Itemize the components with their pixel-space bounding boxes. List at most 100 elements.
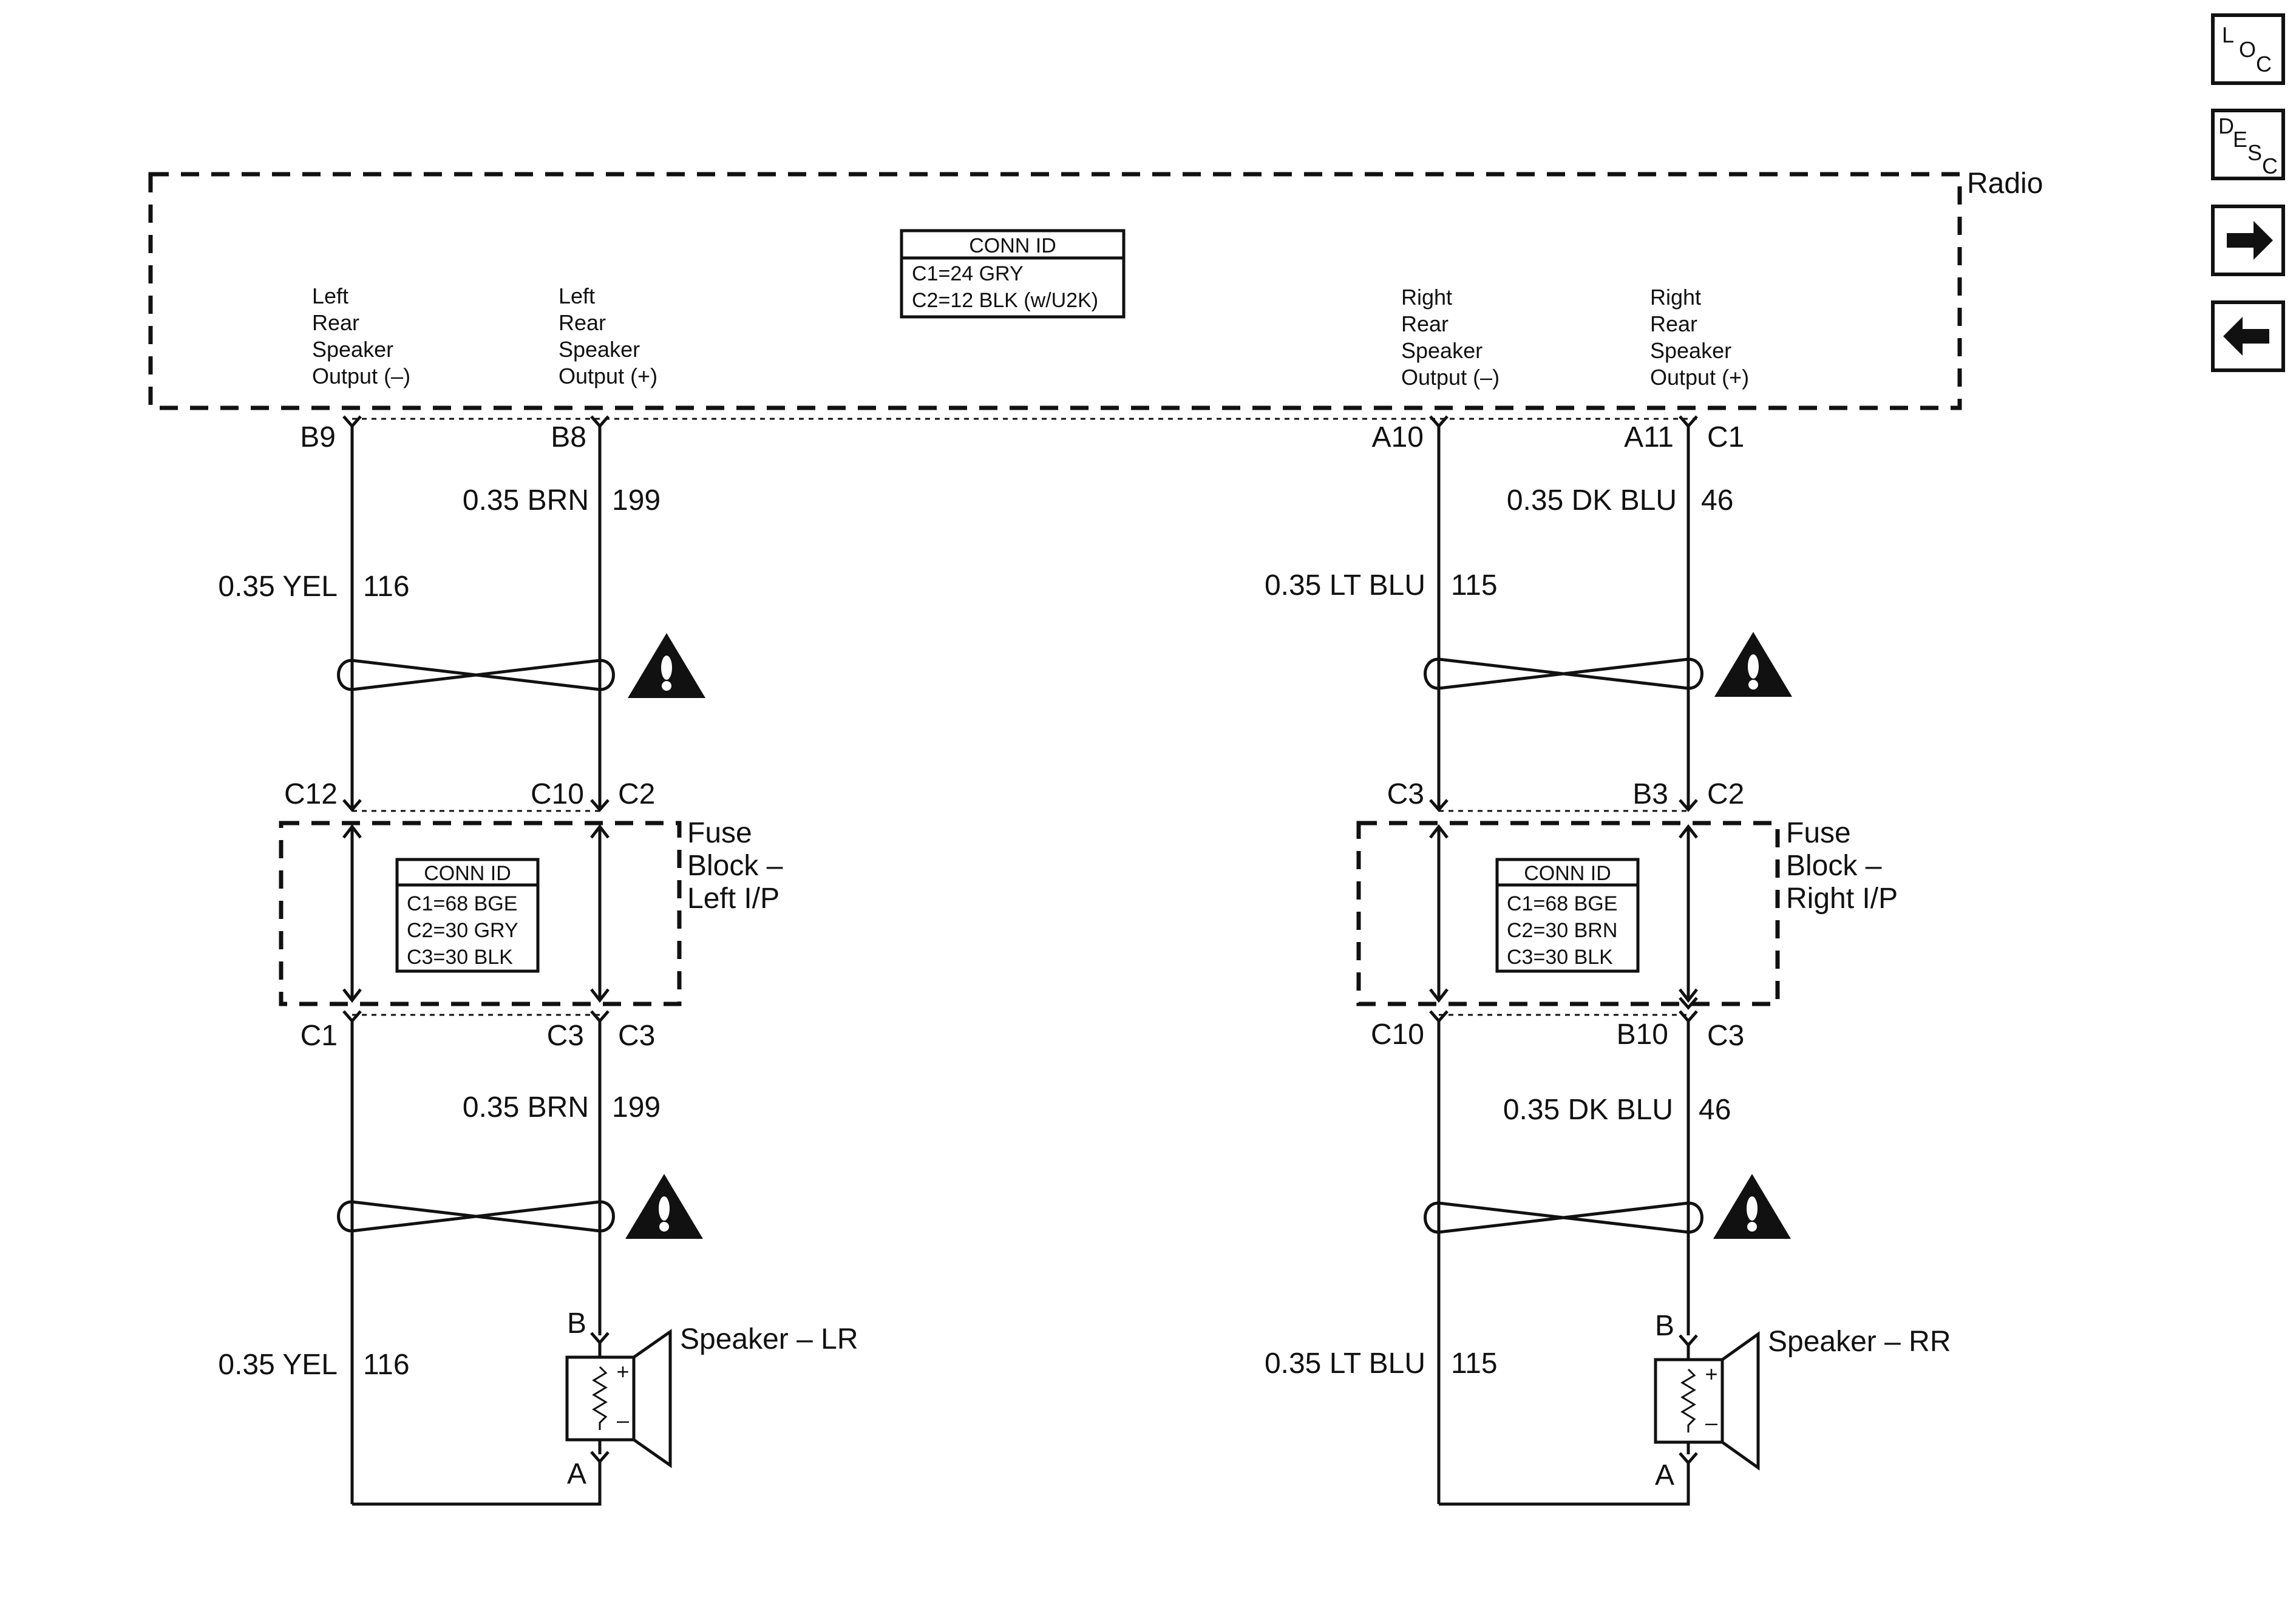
- speaker-coil-icon: [592, 1366, 608, 1430]
- wire-circuit: 116: [363, 1349, 410, 1381]
- pin-chevron: [590, 415, 610, 429]
- twisted-pair: [337, 1200, 615, 1233]
- pin-label: B3: [1632, 778, 1668, 810]
- warning-icon: [625, 1174, 703, 1239]
- radio-title: Radio: [1967, 168, 2043, 200]
- pin-chevron: [1679, 1010, 1698, 1023]
- radio-conn-id-header: CONN ID: [969, 234, 1056, 257]
- speaker-title: Speaker – LR: [680, 1323, 858, 1355]
- conn-id-header: CONN ID: [1524, 862, 1611, 885]
- fuse-block-title-line: Fuse: [687, 817, 752, 849]
- speaker-cone: [632, 1329, 672, 1468]
- pin-label: B: [1655, 1310, 1674, 1342]
- output-label: Right: [1401, 285, 1452, 310]
- wire-label: 0.35 YEL: [218, 571, 338, 603]
- output-label: Left: [559, 283, 595, 308]
- wire-circuit: 46: [1699, 1094, 1731, 1126]
- fuse-block-right-title: Fuse Block – Right I/P: [1786, 817, 1898, 915]
- pin-label: A: [1655, 1459, 1674, 1491]
- fuse-block-left-boundary: [279, 821, 682, 1006]
- speaker-lr: B + – A Speaker – LR: [565, 1307, 858, 1490]
- pin-label: B9: [300, 421, 336, 453]
- radio-output-left-minus: Left Rear Speaker Output (–): [312, 283, 410, 388]
- conn-id-line: C2=30 BRN: [1507, 919, 1617, 942]
- pin-chevron: [1429, 415, 1449, 429]
- right-circuit: A10 A11 C1 0.35 DK BLU 46 0.35 LT BLU 11…: [1265, 415, 1951, 1506]
- forward-button[interactable]: [2211, 205, 2285, 276]
- output-label: Rear: [1650, 311, 1697, 336]
- nav-buttons: L O C D E S C: [2211, 13, 2285, 372]
- fuse-block-right-conn-id: CONN ID C1=68 BGE C2=30 BRN C3=30 BLK: [1495, 858, 1640, 973]
- radio-conn-id-line: C2=12 BLK (w/U2K): [912, 289, 1098, 312]
- fuse-block-title-line: Block –: [687, 850, 783, 882]
- loc-letter: C: [2256, 52, 2272, 76]
- wire-circuit: 199: [612, 1091, 661, 1124]
- wire-return: [1439, 1469, 1690, 1506]
- desc-button[interactable]: D E S C: [2211, 109, 2285, 180]
- output-label: Speaker: [1650, 338, 1731, 363]
- desc-letter: E: [2233, 127, 2247, 152]
- pin-label: C3: [1387, 778, 1424, 810]
- conn-id-line: C3=30 BLK: [407, 946, 513, 969]
- pin-label: C10: [1371, 1019, 1424, 1051]
- pin-label: A10: [1372, 421, 1424, 453]
- pin-label: C3: [618, 1020, 655, 1052]
- speaker-cone: [1720, 1331, 1760, 1471]
- wire-circuit: 116: [363, 571, 410, 603]
- pin-chevron: [590, 1010, 610, 1023]
- wire-label: 0.35 YEL: [218, 1349, 338, 1381]
- conn-id-line: C2=30 GRY: [407, 919, 518, 942]
- pin-chevron: [342, 415, 362, 429]
- loc-button[interactable]: L O C: [2211, 13, 2285, 85]
- desc-letter: C: [2262, 154, 2278, 178]
- pin-label: C2: [618, 778, 655, 810]
- twisted-pair: [1424, 1201, 1703, 1234]
- speaker-minus-label: –: [617, 1408, 629, 1432]
- pin-label: B8: [551, 421, 586, 453]
- pin-chevron: [590, 799, 610, 812]
- pin-label: C12: [284, 778, 338, 810]
- pin-label: C1: [301, 1020, 338, 1052]
- wire-circuit: 115: [1451, 1348, 1498, 1380]
- back-button[interactable]: [2211, 300, 2285, 372]
- output-label: Speaker: [559, 337, 640, 362]
- loc-letter: O: [2239, 37, 2256, 62]
- output-label: Speaker: [312, 337, 393, 362]
- twisted-pair: [337, 659, 615, 691]
- speaker-plus-label: +: [1705, 1361, 1717, 1386]
- wire-label: 0.35 LT BLU: [1265, 1348, 1425, 1380]
- output-label: Right: [1650, 285, 1701, 310]
- twisted-pair: [1424, 657, 1703, 690]
- output-label: Rear: [1401, 311, 1449, 336]
- pin-chevron: [1429, 1010, 1449, 1023]
- fuse-block-title-line: Right I/P: [1786, 883, 1898, 915]
- pin-label: C3: [547, 1020, 584, 1052]
- conn-id-line: C3=30 BLK: [1507, 946, 1613, 969]
- pin-label: B: [567, 1307, 586, 1340]
- wire-label: 0.35 BRN: [463, 1091, 589, 1124]
- warning-icon: [1713, 1174, 1791, 1239]
- left-circuit: B9 B8 0.35 BRN 199 0.35 YEL 116 C12 C10 …: [218, 415, 858, 1506]
- radio-output-right-minus: Right Rear Speaker Output (–): [1401, 285, 1500, 390]
- radio-component: Radio CONN ID C1=24 GRY C2=12 BLK (w/U2K…: [148, 168, 2043, 410]
- conn-id-line: C1=68 BGE: [1507, 892, 1617, 915]
- output-label: Left: [312, 283, 348, 308]
- pin-label: C1: [1707, 421, 1744, 453]
- output-label: Rear: [559, 310, 606, 335]
- output-label: Rear: [312, 310, 359, 335]
- warning-icon: [628, 633, 705, 698]
- fuse-block-left-title: Fuse Block – Left I/P: [687, 817, 783, 915]
- wire-label: 0.35 LT BLU: [1265, 569, 1425, 602]
- fuse-block-left-conn-id: CONN ID C1=68 BGE C2=30 GRY C3=30 BLK: [395, 858, 540, 973]
- radio-conn-id-line: C1=24 GRY: [912, 262, 1024, 285]
- pin-label: C3: [1707, 1020, 1744, 1052]
- conn-id-line: C1=68 BGE: [407, 892, 517, 915]
- wire-return: [352, 1469, 602, 1506]
- fuse-block-title-line: Left I/P: [687, 883, 779, 915]
- output-label: Speaker: [1401, 338, 1483, 363]
- fuse-block-title-line: Fuse: [1786, 817, 1851, 849]
- arrow-left-icon: [2223, 317, 2269, 356]
- wire-circuit: 199: [612, 484, 661, 517]
- wire-label: 0.35 BRN: [463, 484, 589, 517]
